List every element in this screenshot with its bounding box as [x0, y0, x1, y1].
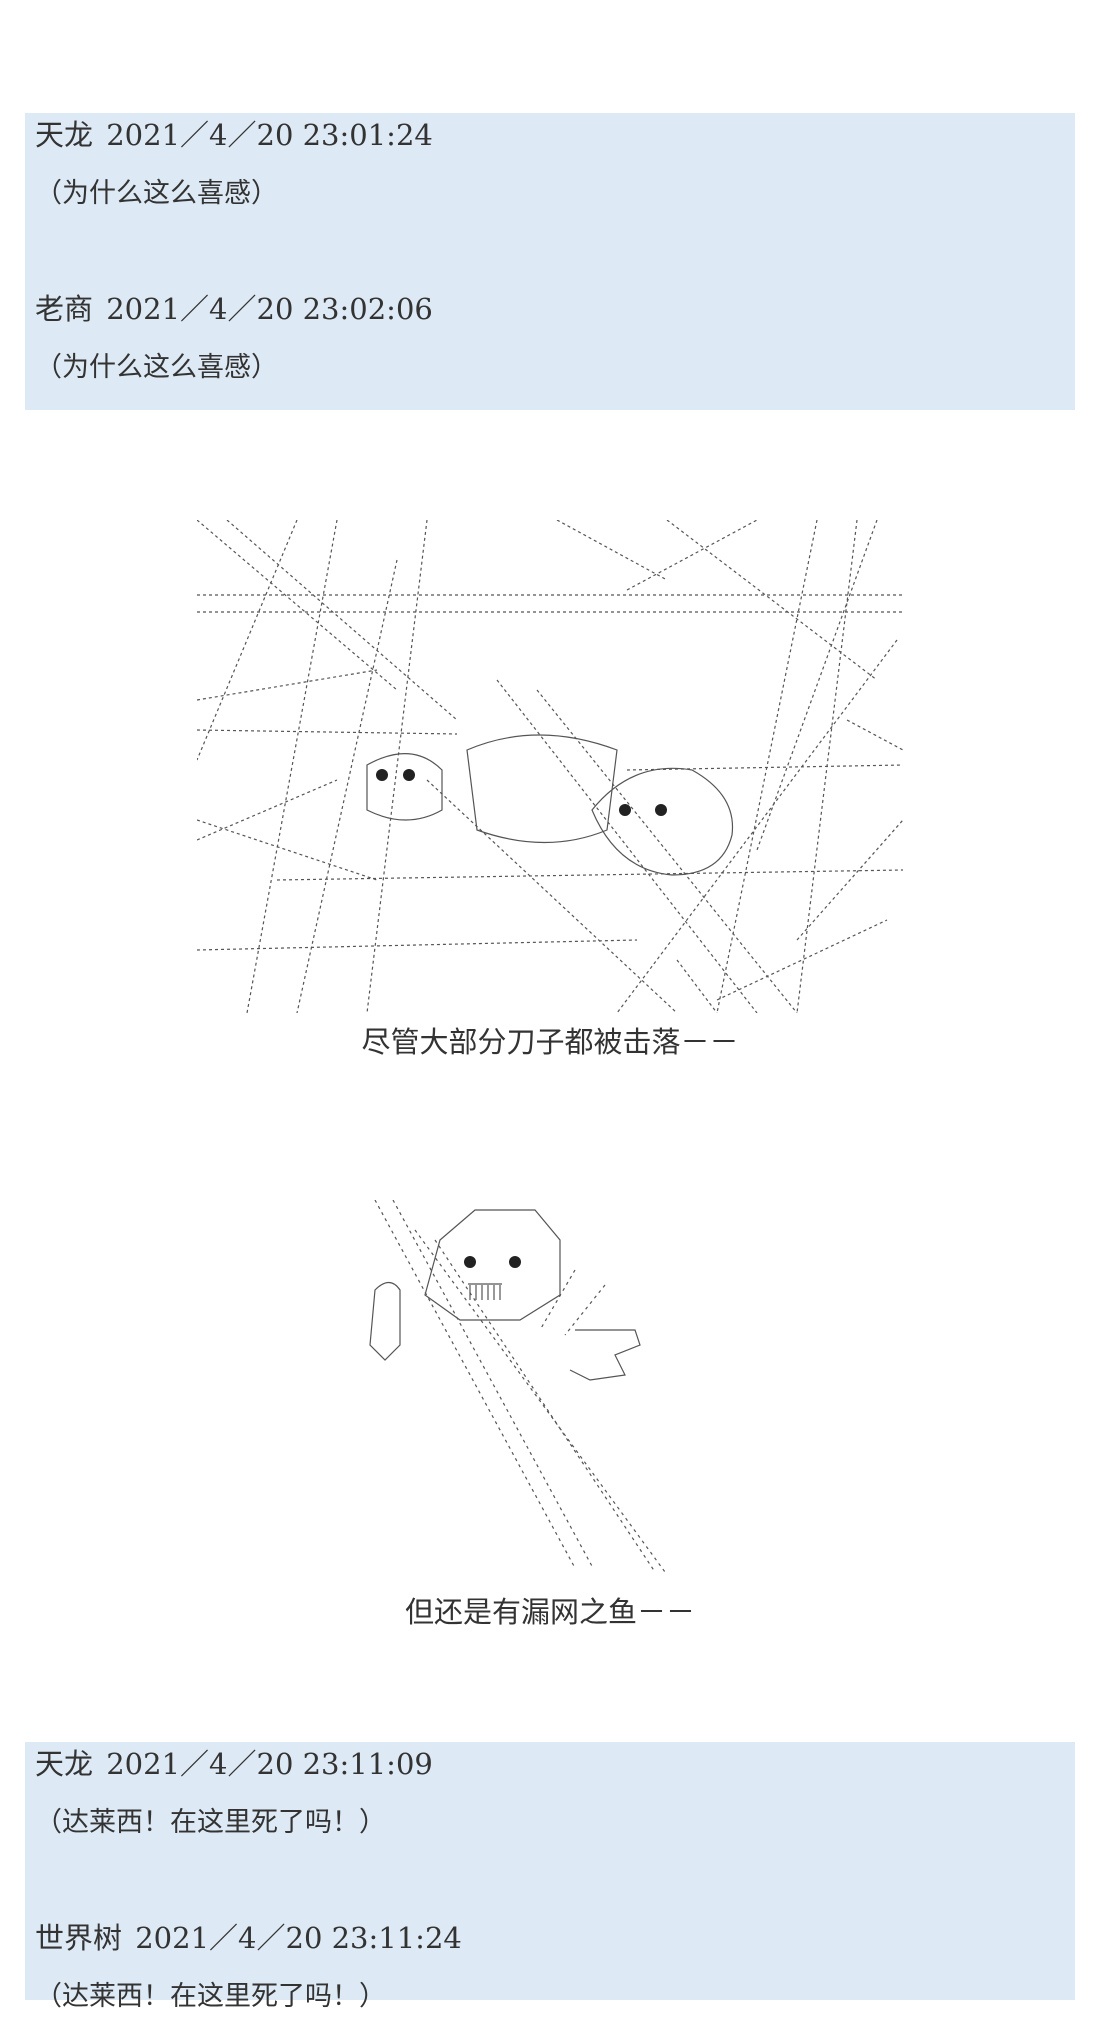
comment-text: （达莱西！在这里死了吗！）	[35, 1807, 386, 1838]
ascii-art-lines	[197, 520, 903, 1013]
story-caption: 但还是有漏网之鱼－－	[404, 1595, 695, 1629]
comment-header: 世界树 2021／4／20 23:11:24	[35, 1918, 462, 1958]
ascii-art-blade-lines	[369, 1200, 666, 1572]
comment-header: 老商 2021／4／20 23:02:06	[35, 289, 433, 329]
ascii-art-blades	[365, 1200, 705, 1572]
comment-author: 老商	[35, 292, 94, 326]
comment: 天龙 2021／4／20 23:01:24 （为什么这么喜感）	[35, 115, 433, 214]
comment-timestamp: 2021／4／20 23:02:06	[106, 292, 433, 326]
comment-header: 天龙 2021／4／20 23:01:24	[35, 115, 433, 155]
comment-header: 天龙 2021／4／20 23:11:09	[35, 1744, 433, 1784]
comment-timestamp: 2021／4／20 23:11:09	[106, 1747, 433, 1781]
comment-text: （为什么这么喜感）	[35, 178, 278, 209]
comment-text: （为什么这么喜感）	[35, 352, 278, 383]
comment-timestamp: 2021／4／20 23:01:24	[106, 118, 433, 152]
comment-author: 世界树	[35, 1921, 123, 1955]
comment: 老商 2021／4／20 23:02:06 （为什么这么喜感）	[35, 289, 433, 388]
comment: 天龙 2021／4／20 23:11:09 （达莱西！在这里死了吗！）	[35, 1744, 433, 1843]
comment-author: 天龙	[35, 1747, 94, 1781]
comment-thread-bottom: 天龙 2021／4／20 23:11:09 （达莱西！在这里死了吗！） 世界树 …	[25, 1742, 1075, 2012]
story-caption: 尽管大部分刀子都被击落－－	[361, 1025, 739, 1059]
comment-thread-top: 天龙 2021／4／20 23:01:24 （为什么这么喜感） 老商 2021／…	[25, 113, 1075, 410]
comment: 世界树 2021／4／20 23:11:24 （达莱西！在这里死了吗！）	[35, 1918, 462, 2017]
comment-timestamp: 2021／4／20 23:11:24	[135, 1921, 462, 1955]
comment-text: （达莱西！在这里死了吗！）	[35, 1981, 386, 2012]
comment-author: 天龙	[35, 118, 94, 152]
ascii-art-thicket	[197, 520, 903, 1013]
